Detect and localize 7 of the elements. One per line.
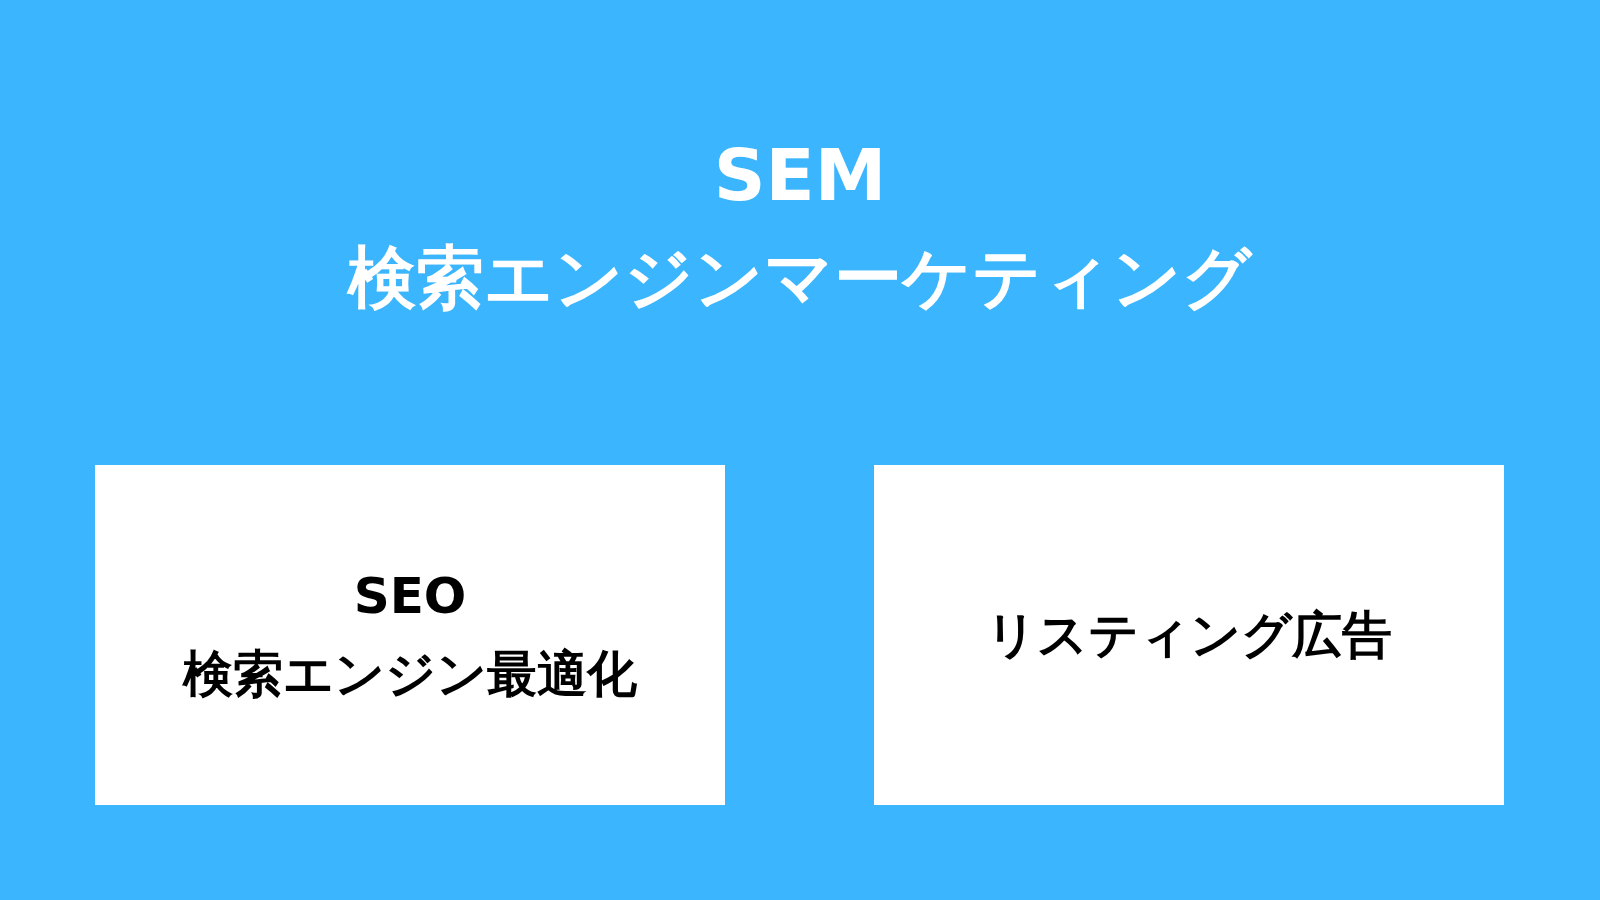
title: SEM <box>713 132 887 219</box>
box-heading: SEO <box>353 566 467 627</box>
content-box <box>874 465 1504 805</box>
content-box <box>95 465 725 805</box>
box-text: 検索エンジン最適化 <box>183 644 637 705</box>
subtitle: 検索エンジンマーケティング <box>348 237 1252 319</box>
box-text: リスティング広告 <box>986 605 1392 666</box>
